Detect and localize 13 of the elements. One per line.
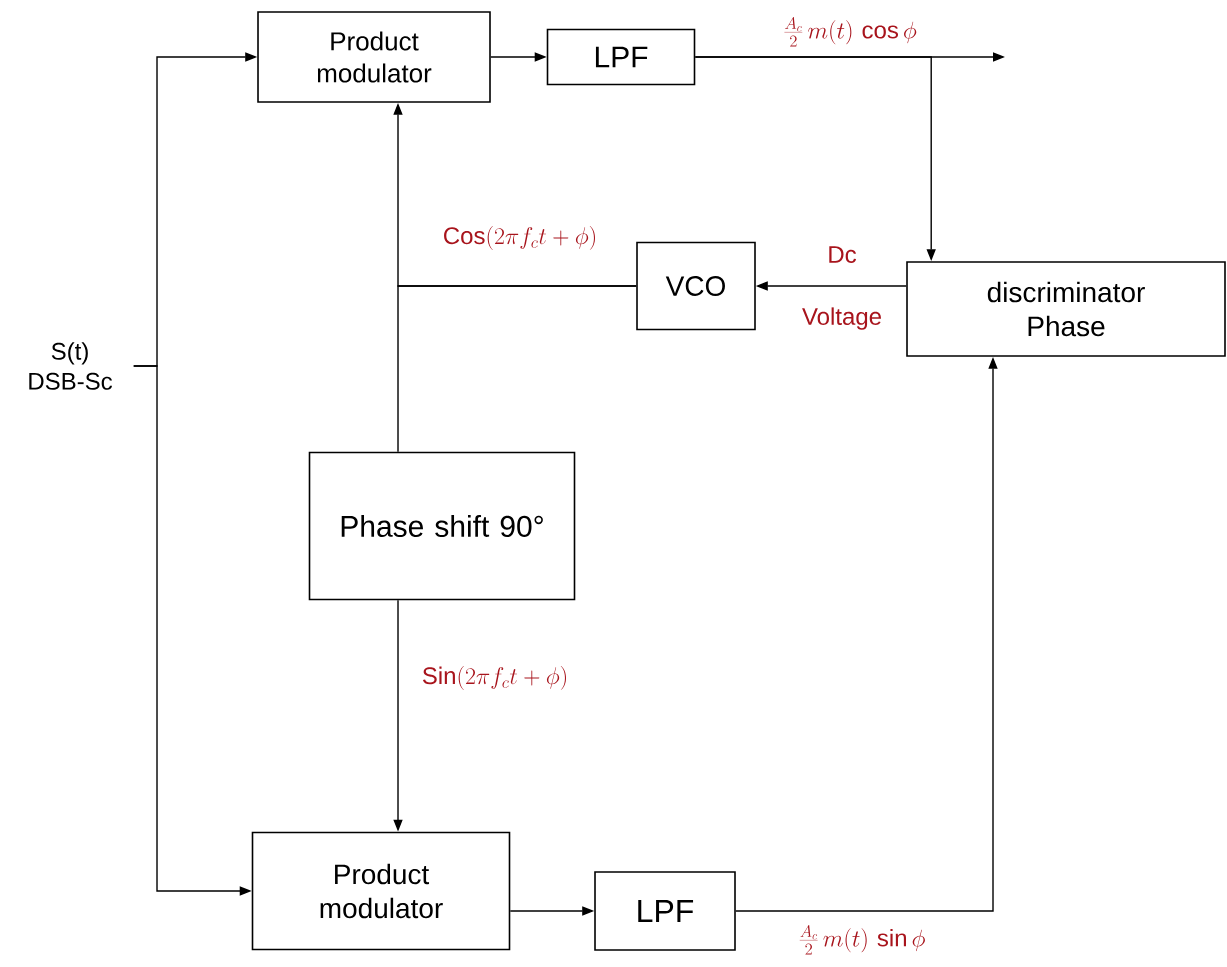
- block-box: discriminator Phase: [906, 261, 1226, 357]
- block-box: LPF: [546, 28, 696, 86]
- input-label: S(t) DSB-Sc: [29, 342, 113, 390]
- block-box: Product modulator: [251, 831, 511, 951]
- edge-label: Dc Voltage: [802, 246, 881, 330]
- block-box: Product modulator: [257, 11, 491, 103]
- edge-label: $\frac{A_c}{2}\,m(t)\,\sin\phi$: [799, 924, 925, 955]
- edge-label: $\mathrm{Sin}(2\pi f_c t+\phi)$: [422, 666, 566, 690]
- block-box: VCO: [636, 241, 756, 331]
- block-box: Phase shift 90°: [308, 451, 576, 601]
- edge-label: $\frac{A_c}{2}\,m(t)\,\cos\phi$: [784, 16, 917, 47]
- edge-label: $\mathrm{Cos}(2\pi f_c t+\phi)$: [444, 226, 595, 250]
- block-box: LPF: [594, 871, 736, 951]
